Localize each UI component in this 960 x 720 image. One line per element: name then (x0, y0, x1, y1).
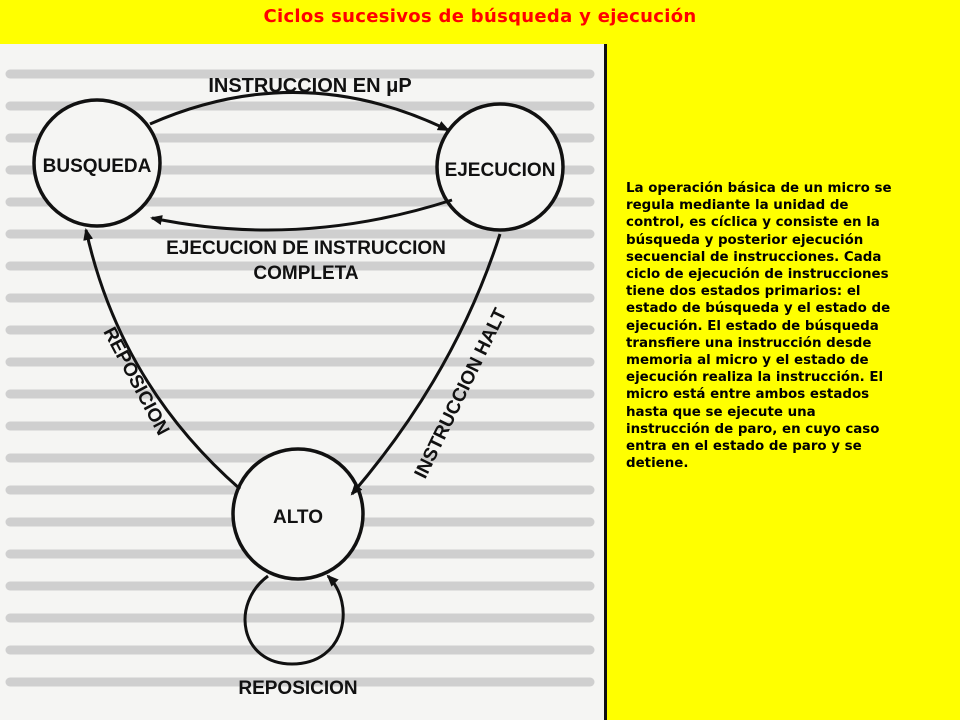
state-busqueda-label: BUSQUEDA (43, 156, 152, 177)
slide-title: Ciclos sucesivos de búsqueda y ejecución (263, 6, 697, 27)
diagram-scan: BUSQUEDA EJECUCION ALTO INSTRUCCION EN μ… (0, 44, 607, 720)
state-diagram: BUSQUEDA EJECUCION ALTO INSTRUCCION EN μ… (5, 69, 595, 699)
arrow-alto-to-busqueda (83, 228, 241, 491)
label-ejecucion-de-instruccion: EJECUCION DE INSTRUCCION (166, 238, 446, 259)
arrow-busqueda-to-ejecucion (149, 91, 450, 132)
state-ejecucion-label: EJECUCION (445, 160, 556, 181)
label-instruccion-en-up: INSTRUCCION EN μP (208, 75, 411, 97)
state-ejecucion-circle (435, 102, 565, 232)
arrow-ejecucion-to-busqueda (150, 198, 453, 232)
label-completa: COMPLETA (253, 263, 358, 284)
description-text: La operación básica de un micro se regul… (626, 181, 892, 472)
state-alto-label: ALTO (273, 507, 323, 528)
label-reposicion-bottom: REPOSICION (238, 678, 357, 699)
state-busqueda-circle (32, 98, 162, 228)
arrow-alto-self-loop (243, 574, 345, 666)
state-alto-circle (231, 447, 365, 581)
arrow-ejecucion-to-alto (350, 233, 502, 496)
